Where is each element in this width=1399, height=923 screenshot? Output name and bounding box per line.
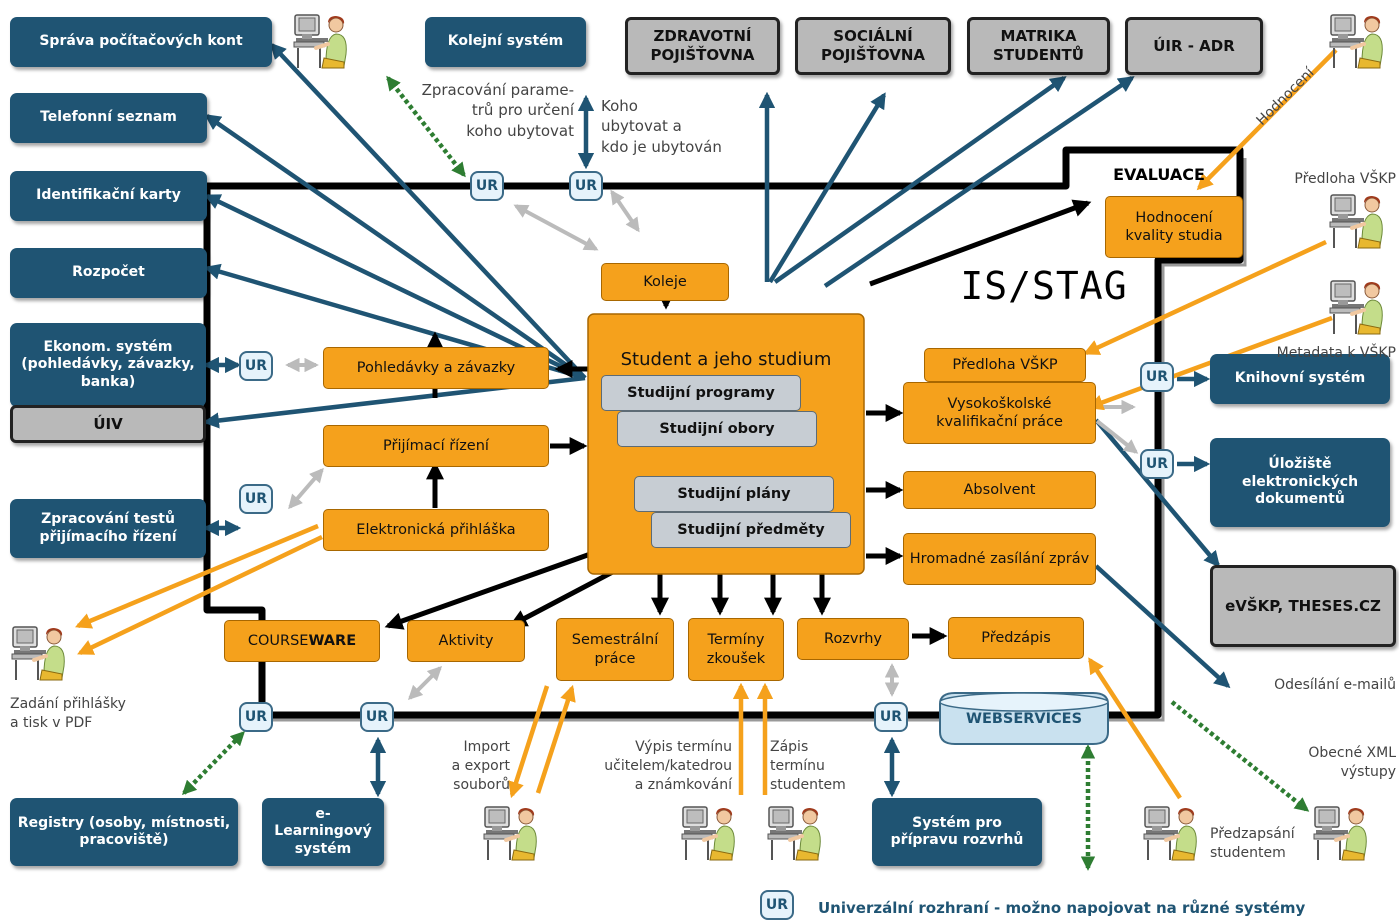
ext-matrika: MATRIKA STUDENTŮ bbox=[967, 17, 1110, 75]
user-computer-icon bbox=[766, 805, 823, 862]
dashed-arrows bbox=[181, 75, 1096, 871]
evaluace-title: EVALUACE bbox=[1113, 165, 1205, 184]
module-semestralni: Semestrální práce bbox=[556, 618, 674, 681]
ext-socialni: SOCIÁLNÍ POJIŠŤOVNA bbox=[795, 17, 951, 75]
submodule-predmety: Studijní předměty bbox=[651, 512, 851, 548]
user-arrows bbox=[75, 48, 1338, 800]
dashed-arrow-xml bbox=[1170, 700, 1310, 812]
ext-knihovni-system: Knihovní systém bbox=[1210, 354, 1390, 404]
ur-badge: UR bbox=[1140, 362, 1174, 392]
webservices-label: WEBSERVICES bbox=[965, 710, 1083, 727]
submodule-obory: Studijní obory bbox=[617, 411, 817, 447]
ext-kolejni-system: Kolejní systém bbox=[425, 17, 586, 67]
ext-elearning: e-Learningový systém bbox=[262, 798, 384, 866]
ext-rozpocet: Rozpočet bbox=[10, 248, 207, 298]
user-computer-icon bbox=[482, 805, 539, 862]
courseware-prefix: COURSE bbox=[247, 632, 309, 649]
label-koho-ubytovat: Koho ubytovat a kdo je ubytován bbox=[601, 97, 722, 156]
label-zapis: Zápis termínu studentem bbox=[770, 739, 846, 793]
module-aktivity: Aktivity bbox=[407, 620, 525, 662]
label-zadani: Zadání přihlášky a tisk v PDF bbox=[10, 696, 126, 731]
ext-uloziste: Úložiště elektronických dokumentů bbox=[1210, 438, 1390, 527]
user-computer-icon bbox=[680, 805, 737, 862]
external-arrows bbox=[202, 42, 1231, 689]
module-predloha: Předloha VŠKP bbox=[924, 348, 1086, 382]
legend-text: Univerzální rozhraní - možno napojovat n… bbox=[818, 899, 1306, 917]
user-computer-icon bbox=[1142, 805, 1199, 862]
user-computer-icon bbox=[10, 625, 67, 682]
label-predzapsani: Předzapsání studentem bbox=[1210, 826, 1295, 861]
submodule-programy: Studijní programy bbox=[601, 375, 801, 411]
module-student-title: Student a jeho studium bbox=[620, 348, 832, 370]
module-vskp: Vysokoškolské kvalifikační práce bbox=[903, 382, 1096, 444]
module-prihlaska: Elektronická přihláška bbox=[323, 509, 549, 551]
ext-ekonom-system: Ekonom. systém (pohledávky, závazky, ban… bbox=[10, 323, 206, 407]
ur-arrows bbox=[285, 189, 900, 701]
ext-zpracovani-testu: Zpracování testů přijímacího řízení bbox=[10, 499, 206, 558]
ur-badge: UR bbox=[874, 702, 908, 732]
ur-badge: UR bbox=[1140, 449, 1174, 479]
user-computer-icon bbox=[1328, 193, 1385, 250]
label-odesilani: Odesílání e-mailů bbox=[1274, 677, 1396, 693]
user-computer-icon bbox=[1328, 279, 1385, 336]
module-pohledavky: Pohledávky a závazky bbox=[323, 347, 549, 389]
ext-evskp: eVŠKP, THESES.CZ bbox=[1210, 565, 1396, 647]
user-computer-icon bbox=[1328, 13, 1385, 70]
module-hodnoceni-kvality: Hodnocení kvality studia bbox=[1105, 196, 1243, 258]
label-obecne-xml: Obecné XML výstupy bbox=[1308, 745, 1396, 780]
courseware-suffix: WARE bbox=[308, 632, 357, 649]
ur-badge: UR bbox=[239, 351, 273, 381]
ext-registry: Registry (osoby, místnosti, pracoviště) bbox=[10, 798, 238, 866]
module-predzapis: Předzápis bbox=[948, 617, 1084, 659]
module-absolvent: Absolvent bbox=[903, 471, 1096, 509]
label-metadata: Metadata k VŠKP bbox=[1276, 345, 1396, 361]
ur-badge: UR bbox=[470, 171, 504, 201]
label-vypis: Výpis termínu učitelem/katedrou a známko… bbox=[604, 739, 732, 793]
ext-system-rozvrhu: Systém pro přípravu rozvrhů bbox=[872, 798, 1042, 866]
ur-badge: UR bbox=[239, 484, 273, 514]
module-hromadne: Hromadné zasílání zpráv bbox=[903, 533, 1096, 585]
double-blue-arrows bbox=[202, 94, 901, 798]
legend-ur-badge: UR bbox=[760, 890, 794, 920]
submodule-plany: Studijní plány bbox=[634, 476, 834, 512]
ur-badge: UR bbox=[360, 702, 394, 732]
ext-identifikacni-karty: Identifikační karty bbox=[10, 171, 207, 221]
label-import: Import a export souborů bbox=[451, 739, 510, 793]
is-stag-title: IS/STAG bbox=[960, 264, 1128, 309]
module-rozvrhy: Rozvrhy bbox=[797, 618, 909, 660]
label-predloha-vskp: Předloha VŠKP bbox=[1294, 171, 1396, 187]
module-prijimaci: Přijímací řízení bbox=[323, 425, 549, 467]
ext-uiv: ÚIV bbox=[10, 405, 206, 443]
webservices-cylinder bbox=[939, 692, 1109, 745]
ur-badge: UR bbox=[569, 171, 603, 201]
ur-badge: UR bbox=[239, 702, 273, 732]
ext-uir-adr: ÚIR - ADR bbox=[1125, 17, 1263, 75]
ext-zdravotni: ZDRAVOTNÍ POJIŠŤOVNA bbox=[625, 17, 780, 75]
label-hodnoceni: Hodnocení bbox=[1254, 64, 1319, 129]
ext-sprava-kont: Správa počítačových kont bbox=[10, 17, 272, 67]
ext-telefonni-seznam: Telefonní seznam bbox=[10, 93, 207, 143]
label-zpracovani-param: Zpracování parame- trů pro určení koho u… bbox=[421, 81, 574, 140]
module-koleje: Koleje bbox=[601, 263, 729, 301]
user-computer-icon bbox=[292, 13, 349, 70]
module-terminy: Termíny zkoušek bbox=[688, 618, 784, 681]
